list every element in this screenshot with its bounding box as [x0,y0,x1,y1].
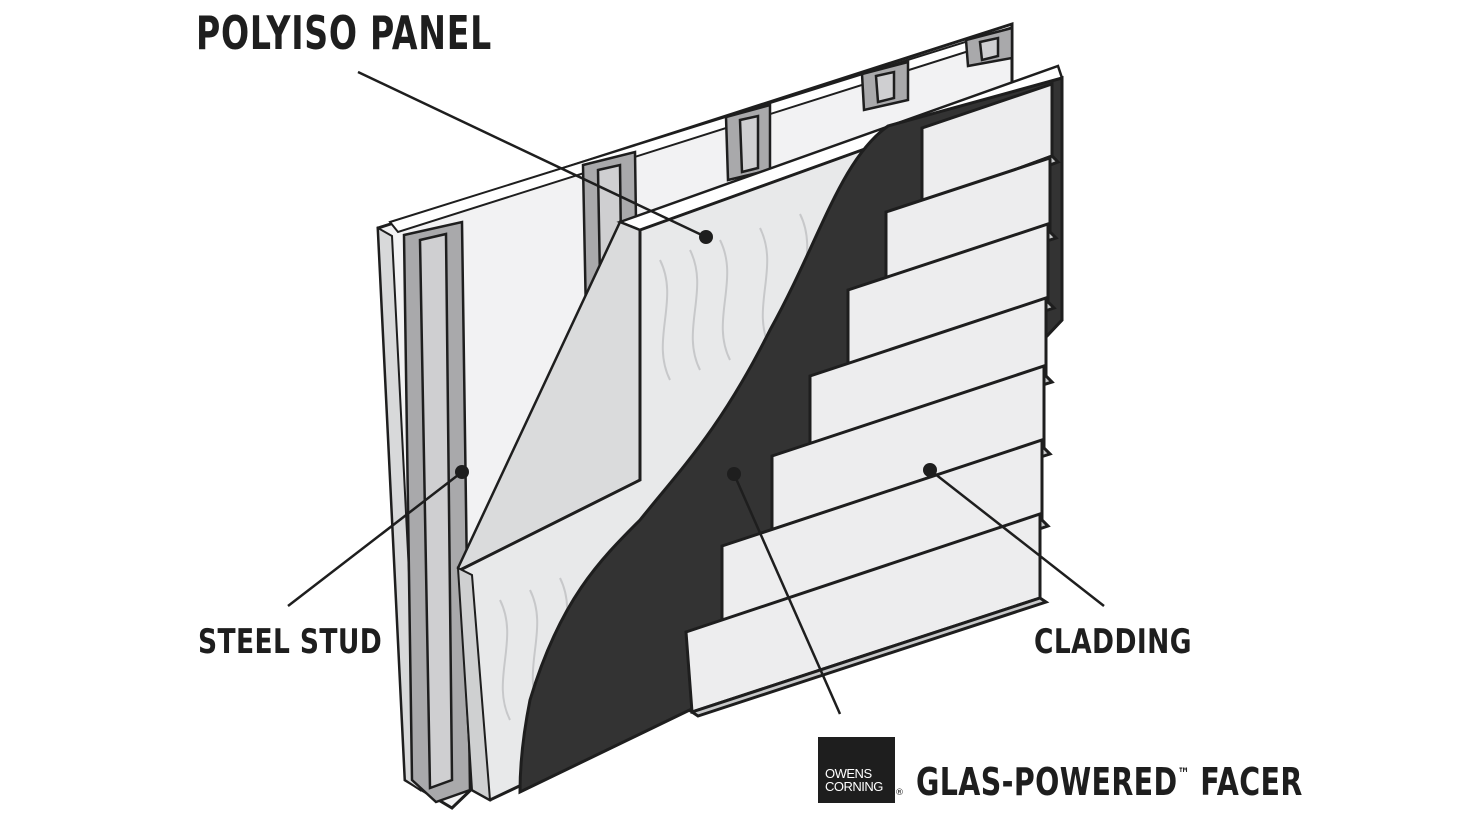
leader-lines [287,70,1105,715]
owens-corning-logo: OWENS CORNING [818,737,895,803]
logo-line-1: OWENS [825,766,872,781]
label-steel-stud: STEEL STUD [198,622,383,662]
logo-line-2: CORNING [825,779,883,794]
facer-tail-text: FACER [1189,760,1303,804]
leader-facer [732,473,842,715]
leader-cladding [929,469,1105,607]
dot-polyiso [699,230,713,244]
title-polyiso-panel: POLYISO PANEL [196,6,492,60]
dot-facer [727,467,741,481]
label-cladding: CLADDING [1034,622,1192,662]
leader-stud [287,471,463,607]
dot-stud [455,465,469,479]
facer-main-text: GLAS-POWERED [916,760,1178,804]
dot-cladding [923,463,937,477]
leader-dots [455,230,937,481]
label-glas-powered-facer: GLAS-POWERED™ FACER [916,760,1303,804]
leader-polyiso [357,70,707,239]
trademark-mark: ™ [1177,764,1190,783]
registered-mark: ® [895,788,904,798]
cladding-boards [684,81,1061,718]
